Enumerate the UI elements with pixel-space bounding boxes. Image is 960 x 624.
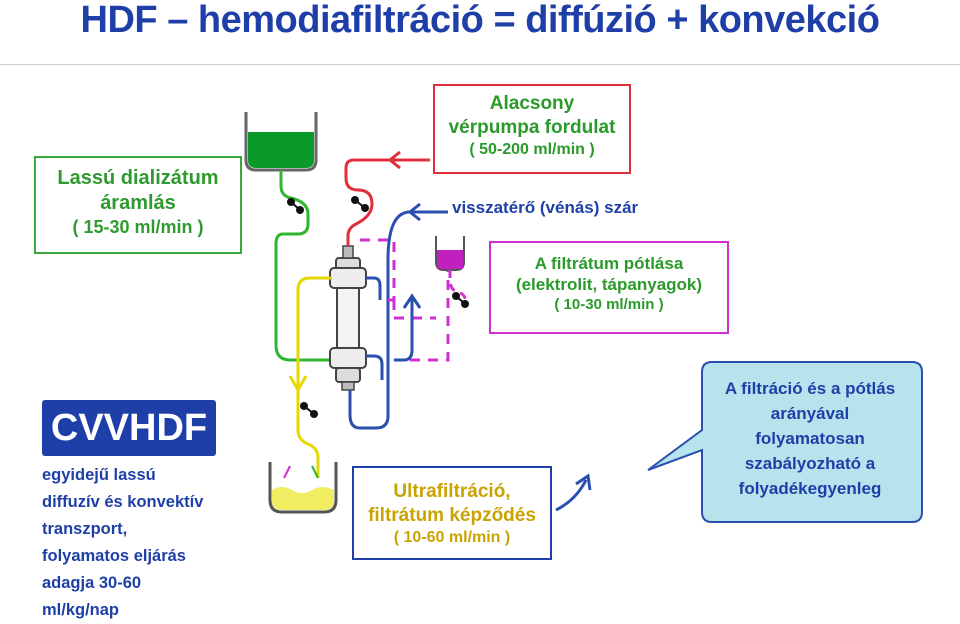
dialysate-line — [274, 170, 330, 362]
cvvhdf-desc-line: ml/kg/nap — [42, 601, 120, 619]
filtrate-line — [296, 276, 332, 478]
cvvhdf-desc-line: adagja 30-60 — [42, 574, 142, 592]
pump-speed-box: Alacsony vérpumpa fordulat ( 50-200 ml/m… — [433, 84, 631, 174]
red-blood-line — [344, 158, 430, 246]
bubble-line: szabályozható a — [744, 454, 876, 473]
replacement-box: A filtrátum pótlása (elektrolit, tápanya… — [489, 241, 729, 334]
cvvhdf-desc-line: egyidejű lassú — [42, 466, 156, 484]
cvvhdf-badge: CVVHDF — [42, 400, 216, 456]
speech-bubble — [647, 361, 923, 523]
bubble-line: A filtráció és a pótlás — [724, 379, 896, 398]
ultrafiltration-line2: filtrátum képződés — [368, 504, 536, 526]
replacement-bag — [435, 236, 465, 271]
dialysate-flow-box: Lassú dializátum áramlás ( 15-30 ml/min … — [34, 156, 242, 254]
clamp-icon — [287, 198, 304, 214]
venous-line — [348, 210, 448, 430]
clamp-icon — [452, 292, 469, 308]
page-title: HDF – hemodiafiltráció = diffúzió + konv… — [80, 0, 880, 41]
pump-line1: Alacsony — [489, 93, 575, 114]
cvvhdf-desc-line: folyamatos eljárás — [42, 547, 186, 565]
bubble-line: folyadékegyenleg — [738, 479, 882, 498]
dialyzer-filter — [329, 245, 367, 391]
cvvhdf-description: egyidejű lassú diffuzív és konvektív tra… — [42, 462, 242, 624]
replacement-line — [360, 238, 450, 362]
title-bar — [0, 0, 960, 65]
speech-bubble-text: A filtráció és a pótlás arányával folyam… — [700, 376, 920, 501]
venous-line-label: visszatérő (vénás) szár — [452, 198, 639, 217]
ultrafiltration-arrow — [555, 479, 588, 512]
clamp-icon — [300, 402, 318, 418]
pump-line3: ( 50-200 ml/min ) — [469, 140, 595, 158]
replacement-line2: (elektrolit, tápanyagok) — [515, 275, 703, 295]
blue-return-line — [366, 276, 382, 300]
dialysate-line3: ( 15-30 ml/min ) — [72, 217, 204, 237]
bubble-line: arányával — [770, 404, 850, 423]
replacement-line3: ( 10-30 ml/min ) — [554, 295, 664, 313]
dialysate-bag — [244, 112, 318, 172]
pump-line2: vérpumpa fordulat — [448, 116, 616, 138]
bubble-line: folyamatosan — [755, 429, 865, 448]
ultrafiltration-box: Ultrafiltráció, filtrátum képződés ( 10-… — [352, 466, 552, 560]
dialysate-line2: áramlás — [100, 192, 176, 214]
filtrate-bag — [268, 462, 338, 514]
dialysate-line1: Lassú dializátum — [57, 167, 219, 189]
ultrafiltration-line3: ( 10-60 ml/min ) — [393, 528, 511, 546]
replacement-line1: A filtrátum pótlása — [534, 254, 684, 273]
blue-filter-line — [366, 354, 384, 380]
cvvhdf-desc-line: transzport, — [42, 520, 128, 538]
clamp-icon — [351, 196, 369, 212]
ultrafiltration-line1: Ultrafiltráció, — [393, 481, 511, 502]
cvvhdf-desc-line: diffuzív és konvektív — [42, 493, 204, 511]
